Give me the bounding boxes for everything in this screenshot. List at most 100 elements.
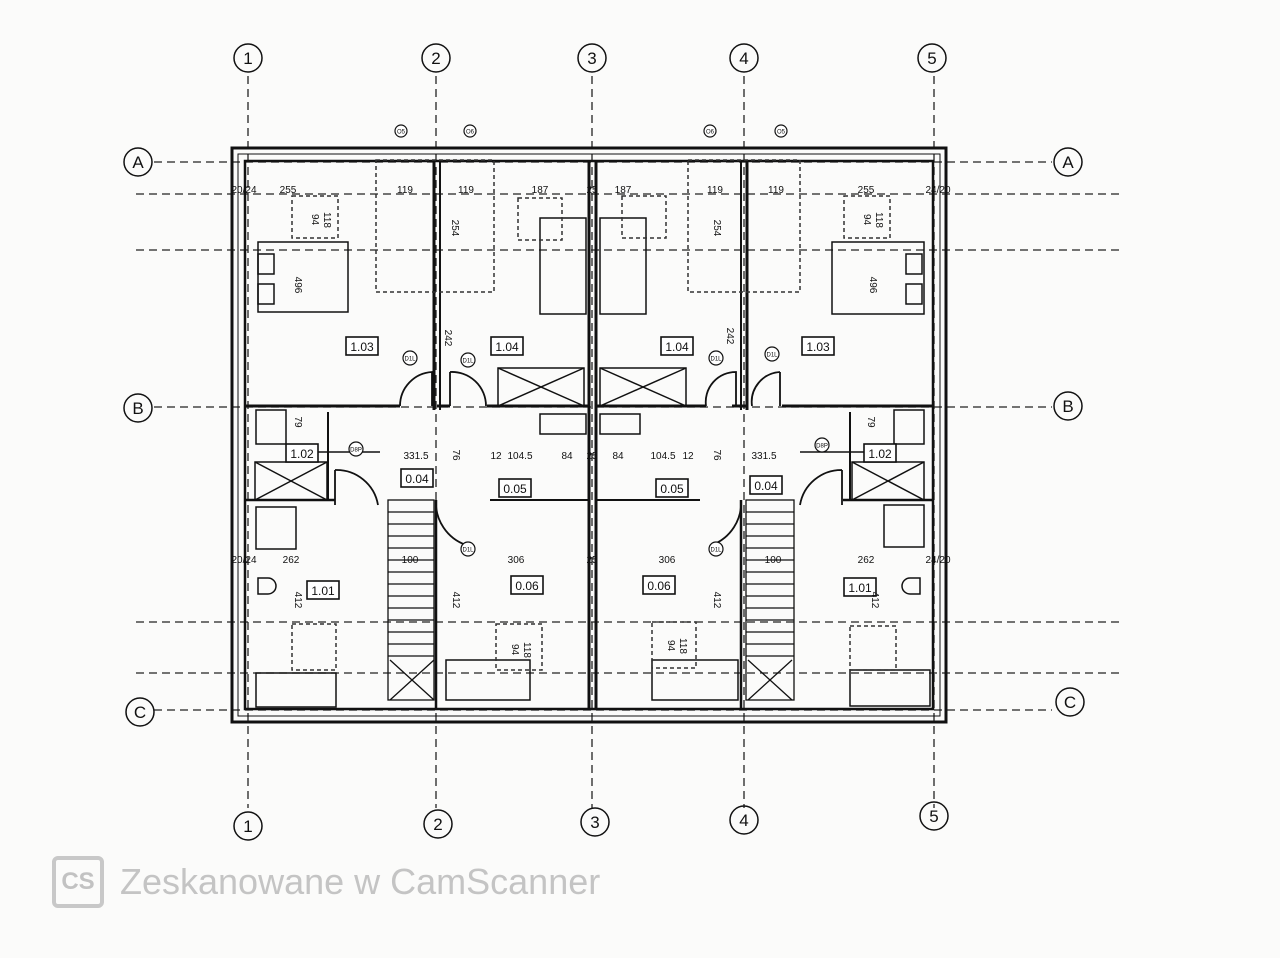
svg-text:25: 25 <box>586 185 598 196</box>
room-number: 0.05 <box>503 482 527 496</box>
grid-bubble-5-bottom: 5 <box>919 801 949 831</box>
svg-text:O5: O5 <box>397 130 406 136</box>
void <box>599 367 687 407</box>
door-tag: D1L <box>460 352 476 368</box>
svg-text:D1L: D1L <box>766 353 778 359</box>
room-number: 0.05 <box>660 482 684 496</box>
room-tag: 0.04 <box>749 475 783 495</box>
room-tag: 0.05 <box>498 478 532 498</box>
svg-text:O5: O5 <box>777 130 786 136</box>
fixtures <box>254 159 931 708</box>
room-number: 0.04 <box>754 479 778 493</box>
grid-bubble-C-right: C <box>1055 687 1085 717</box>
grid-bubble-C-left: C <box>125 697 155 727</box>
room-tag: 1.04 <box>660 336 694 356</box>
room-tags: 1.03 1.04 1.04 1.03 1.02 0.04 0.05 0.05 0.04 1.02… <box>285 336 897 600</box>
room-tag: 0.05 <box>655 478 689 498</box>
svg-text:118: 118 <box>873 212 884 228</box>
svg-text:5: 5 <box>929 807 938 826</box>
svg-text:D8P: D8P <box>816 444 828 450</box>
svg-text:242: 242 <box>442 330 453 347</box>
toilet <box>901 577 921 595</box>
grid-bubble-5-top: 5 <box>917 43 947 73</box>
svg-text:12: 12 <box>490 451 502 462</box>
room-tag: 0.04 <box>400 468 434 488</box>
svg-text:412: 412 <box>711 592 722 609</box>
grid-bubble-4-top: 4 <box>729 43 759 73</box>
svg-text:412: 412 <box>869 592 880 609</box>
room-number: 1.03 <box>806 340 830 354</box>
door-tag: D1L <box>708 350 724 366</box>
toilet <box>257 577 277 595</box>
grid-bubble-1-top: 1 <box>233 43 263 73</box>
svg-text:D8P: D8P <box>350 448 362 454</box>
svg-text:A: A <box>1062 153 1074 172</box>
svg-text:118: 118 <box>321 212 332 228</box>
staircases <box>387 499 795 701</box>
skylights: 94 118 94 118 94 118 94 118 <box>291 195 897 671</box>
grid-bubble-4-bottom: 4 <box>729 805 759 835</box>
room-number: 1.04 <box>665 340 689 354</box>
grid-bubble-1-bottom: 1 <box>233 811 263 841</box>
room-tag: 1.04 <box>490 336 524 356</box>
room-tag: 1.03 <box>345 336 379 356</box>
room-number: 1.02 <box>290 447 314 461</box>
svg-text:496: 496 <box>292 277 303 294</box>
shower <box>883 504 925 548</box>
window-tag: O5 <box>394 124 408 138</box>
svg-text:C: C <box>134 703 146 722</box>
bed <box>539 217 587 315</box>
svg-text:12: 12 <box>682 451 694 462</box>
svg-text:306: 306 <box>659 555 676 566</box>
door-tag: D1L <box>708 541 724 557</box>
grid-bubble-A-left: A <box>123 147 153 177</box>
room-tag: 0.06 <box>642 575 676 595</box>
room-tag: 1.02 <box>863 443 897 463</box>
svg-text:100: 100 <box>402 555 419 566</box>
window-tag: O5 <box>774 124 788 138</box>
svg-text:79: 79 <box>865 416 876 428</box>
door-tag: D1L <box>402 350 418 366</box>
svg-text:119: 119 <box>768 185 784 196</box>
svg-text:3: 3 <box>590 813 599 832</box>
grid-bubble-B-left: B <box>123 393 153 423</box>
bed <box>599 217 647 315</box>
opening-tags: D1L D1L D1L D1L D8P D8P D1L D1L O5 O6 O6 O5 <box>348 124 830 557</box>
bathtub <box>849 669 931 707</box>
svg-text:2: 2 <box>433 815 442 834</box>
svg-text:104.5: 104.5 <box>507 451 532 462</box>
svg-text:187: 187 <box>532 185 549 196</box>
svg-text:4: 4 <box>739 49 748 68</box>
room-tag: 1.01 <box>306 580 340 600</box>
svg-text:254: 254 <box>711 220 722 237</box>
window-tag: O6 <box>703 124 717 138</box>
svg-text:118: 118 <box>521 642 532 658</box>
room-number: 0.06 <box>647 579 671 593</box>
svg-text:20/24: 20/24 <box>231 555 256 566</box>
svg-text:24/20: 24/20 <box>925 185 950 196</box>
svg-text:84: 84 <box>612 451 624 462</box>
svg-text:254: 254 <box>449 220 460 237</box>
svg-text:25: 25 <box>586 555 598 566</box>
svg-text:O6: O6 <box>466 130 475 136</box>
svg-text:119: 119 <box>707 185 723 196</box>
svg-text:D1L: D1L <box>710 357 722 363</box>
svg-text:B: B <box>1062 397 1073 416</box>
svg-text:3: 3 <box>587 49 596 68</box>
bed <box>831 241 925 315</box>
svg-text:D1L: D1L <box>462 359 474 365</box>
svg-text:D1L: D1L <box>404 357 416 363</box>
camscanner-watermark: CS Zeskanowane w CamScanner <box>52 856 600 908</box>
room-number: 1.03 <box>350 340 374 354</box>
svg-text:79: 79 <box>292 416 303 428</box>
door-tag: D1L <box>460 541 476 557</box>
walls <box>230 146 948 724</box>
svg-text:94: 94 <box>861 214 872 226</box>
void <box>497 367 585 407</box>
camscanner-logo-icon: CS <box>52 856 104 908</box>
stove <box>893 409 925 445</box>
grid-bubble-3-top: 3 <box>577 43 607 73</box>
svg-text:D1L: D1L <box>462 548 474 554</box>
grid-bubbles: 1 2 3 4 5 1 2 3 4 5 A B C A B C <box>123 43 1085 841</box>
